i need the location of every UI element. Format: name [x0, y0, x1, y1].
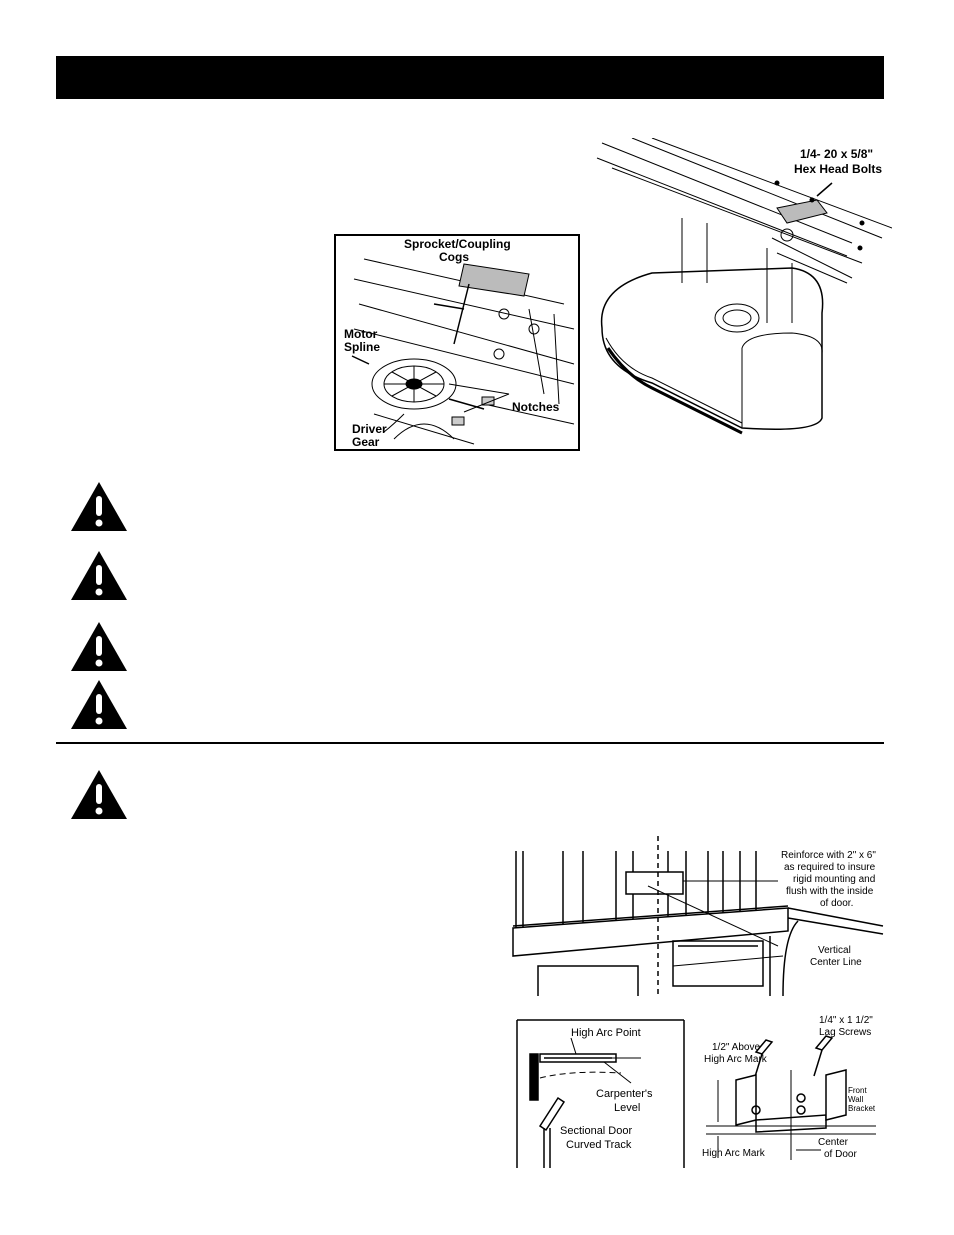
carpenters-level-label-line2: Level	[614, 1102, 640, 1114]
warning-triangle-icon	[71, 680, 127, 729]
lag-screws-label-line2: Lag Screws	[819, 1027, 871, 1038]
center-of-door-label-line1: Center	[818, 1137, 849, 1148]
sprocket-label-line1: Sprocket/Coupling	[404, 237, 511, 251]
section-divider	[56, 742, 884, 744]
hex-bolts-label-line2: Hex Head Bolts	[794, 162, 882, 176]
carpenters-level-label-line1: Carpenter's	[596, 1088, 653, 1100]
notches-label: Notches	[512, 400, 560, 414]
curved-track-label-line1: Sectional Door	[560, 1125, 632, 1137]
rail-mount-figure: 1/4- 20 x 5/8" Hex Head Bolts	[596, 138, 892, 435]
center-line-label-line2: Center Line	[810, 957, 862, 968]
above-mark-label-line2: High Arc Mark	[704, 1054, 768, 1065]
driver-gear-label-line2: Gear	[352, 435, 380, 449]
center-of-door-label-line2: of Door	[824, 1149, 857, 1160]
front-wall-bracket-label-line2: Wall	[848, 1095, 863, 1104]
warning-triangle-icon	[71, 622, 127, 671]
driver-gear-label-line1: Driver	[352, 422, 387, 436]
section-header-bar	[56, 56, 884, 99]
reinforce-label-line1: Reinforce with 2" x 6"	[781, 850, 876, 861]
high-arc-figure: High Arc Point Carpenter's Level Section…	[516, 1019, 685, 1168]
curved-track-label-line2: Curved Track	[566, 1139, 632, 1151]
front-wall-bracket-label-line3: Bracket	[848, 1104, 876, 1113]
hex-bolts-label-line1: 1/4- 20 x 5/8"	[800, 147, 873, 161]
reinforce-label-line5: of door.	[820, 898, 853, 909]
high-arc-point-label: High Arc Point	[571, 1027, 641, 1039]
motor-spline-label-line1: Motor	[344, 327, 378, 341]
warning-triangle-icon	[71, 551, 127, 600]
lag-screws-label-line1: 1/4" x 1 1/2"	[819, 1015, 873, 1026]
reinforce-label-line4: flush with the inside	[786, 886, 874, 897]
center-line-label-line1: Vertical	[818, 945, 851, 956]
motor-spline-label-line2: Spline	[344, 340, 380, 354]
front-wall-bracket-label-line1: Front	[848, 1086, 867, 1095]
door-header-figure: Reinforce with 2" x 6" as required to in…	[512, 836, 884, 996]
high-arc-mark-label: High Arc Mark	[702, 1148, 766, 1159]
warning-triangle-icon	[71, 770, 127, 819]
above-mark-label-line1: 1/2" Above	[712, 1042, 760, 1053]
sprocket-label-line2: Cogs	[439, 250, 469, 264]
gear-inset-figure: Sprocket/Coupling Cogs Motor Spline Notc…	[334, 234, 580, 451]
warning-triangle-icon	[71, 482, 127, 531]
reinforce-label-line2: as required to insure	[784, 862, 876, 873]
wall-bracket-figure: 1/4" x 1 1/2" Lag Screws 1/2" Above High…	[702, 1015, 876, 1160]
reinforce-label-line3: rigid mounting and	[793, 874, 875, 885]
